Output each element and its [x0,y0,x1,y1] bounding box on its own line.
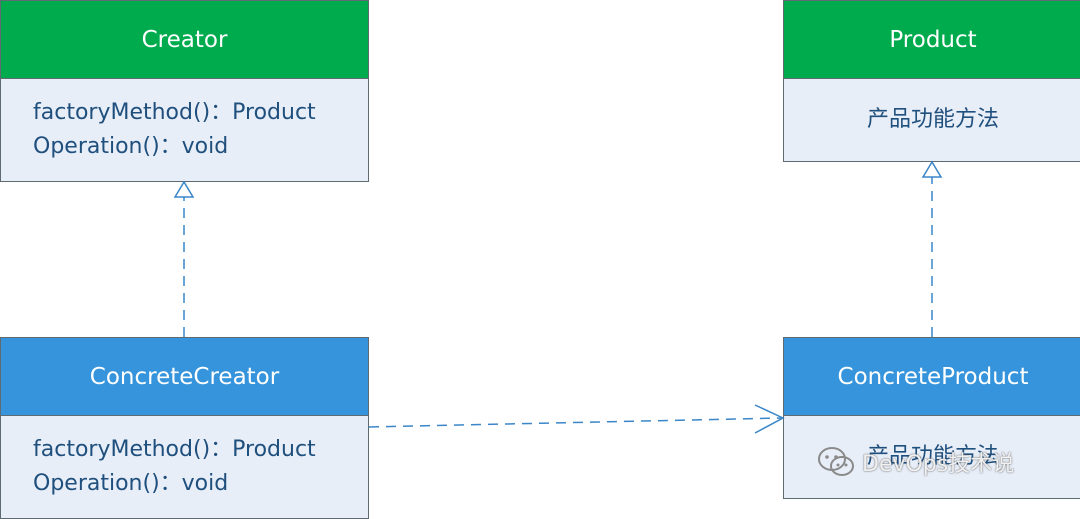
concrete-product-method-function: 产品功能方法 [866,444,999,469]
creator-class-box: Creator factoryMethod()：Product Operatio… [0,0,369,182]
concrete-creator-class-name: ConcreteCreator [89,363,280,390]
product-method-function: 产品功能方法 [866,107,999,132]
concrete-creator-class-header: ConcreteCreator [1,338,368,416]
concrete-creator-method-operation: Operation()：void [33,471,229,496]
product-class-header: Product [784,1,1080,79]
concrete-product-class-methods: 产品功能方法 [784,416,1080,474]
creator-method-operation: Operation()：void [33,134,229,159]
concrete-creator-method-factory: factoryMethod()：Product [33,437,316,462]
creator-method-factory: factoryMethod()：Product [33,100,316,125]
concrete-product-class-name: ConcreteProduct [837,363,1029,390]
product-class-methods: 产品功能方法 [784,79,1080,137]
concrete-creator-class-box: ConcreteCreator factoryMethod()：Product … [0,337,369,519]
product-class-name: Product [889,26,977,53]
creator-realization-arrowhead [173,180,195,198]
concrete-product-class-header: ConcreteProduct [784,338,1080,416]
watermark-text: DevOps技术说 [862,452,1015,477]
wechat-icon [818,447,854,476]
product-class-box: Product 产品功能方法 [783,0,1080,162]
creator-class-methods: factoryMethod()：Product Operation()：void [1,79,368,164]
creator-class-name: Creator [141,26,228,53]
product-realization-arrowhead [921,160,943,178]
dependency-line [368,417,782,428]
dependency-arrowhead [754,404,785,434]
creator-class-header: Creator [1,1,368,79]
watermark: DevOps技术说 [816,442,1014,482]
concrete-creator-class-methods: factoryMethod()：Product Operation()：void [1,416,368,501]
